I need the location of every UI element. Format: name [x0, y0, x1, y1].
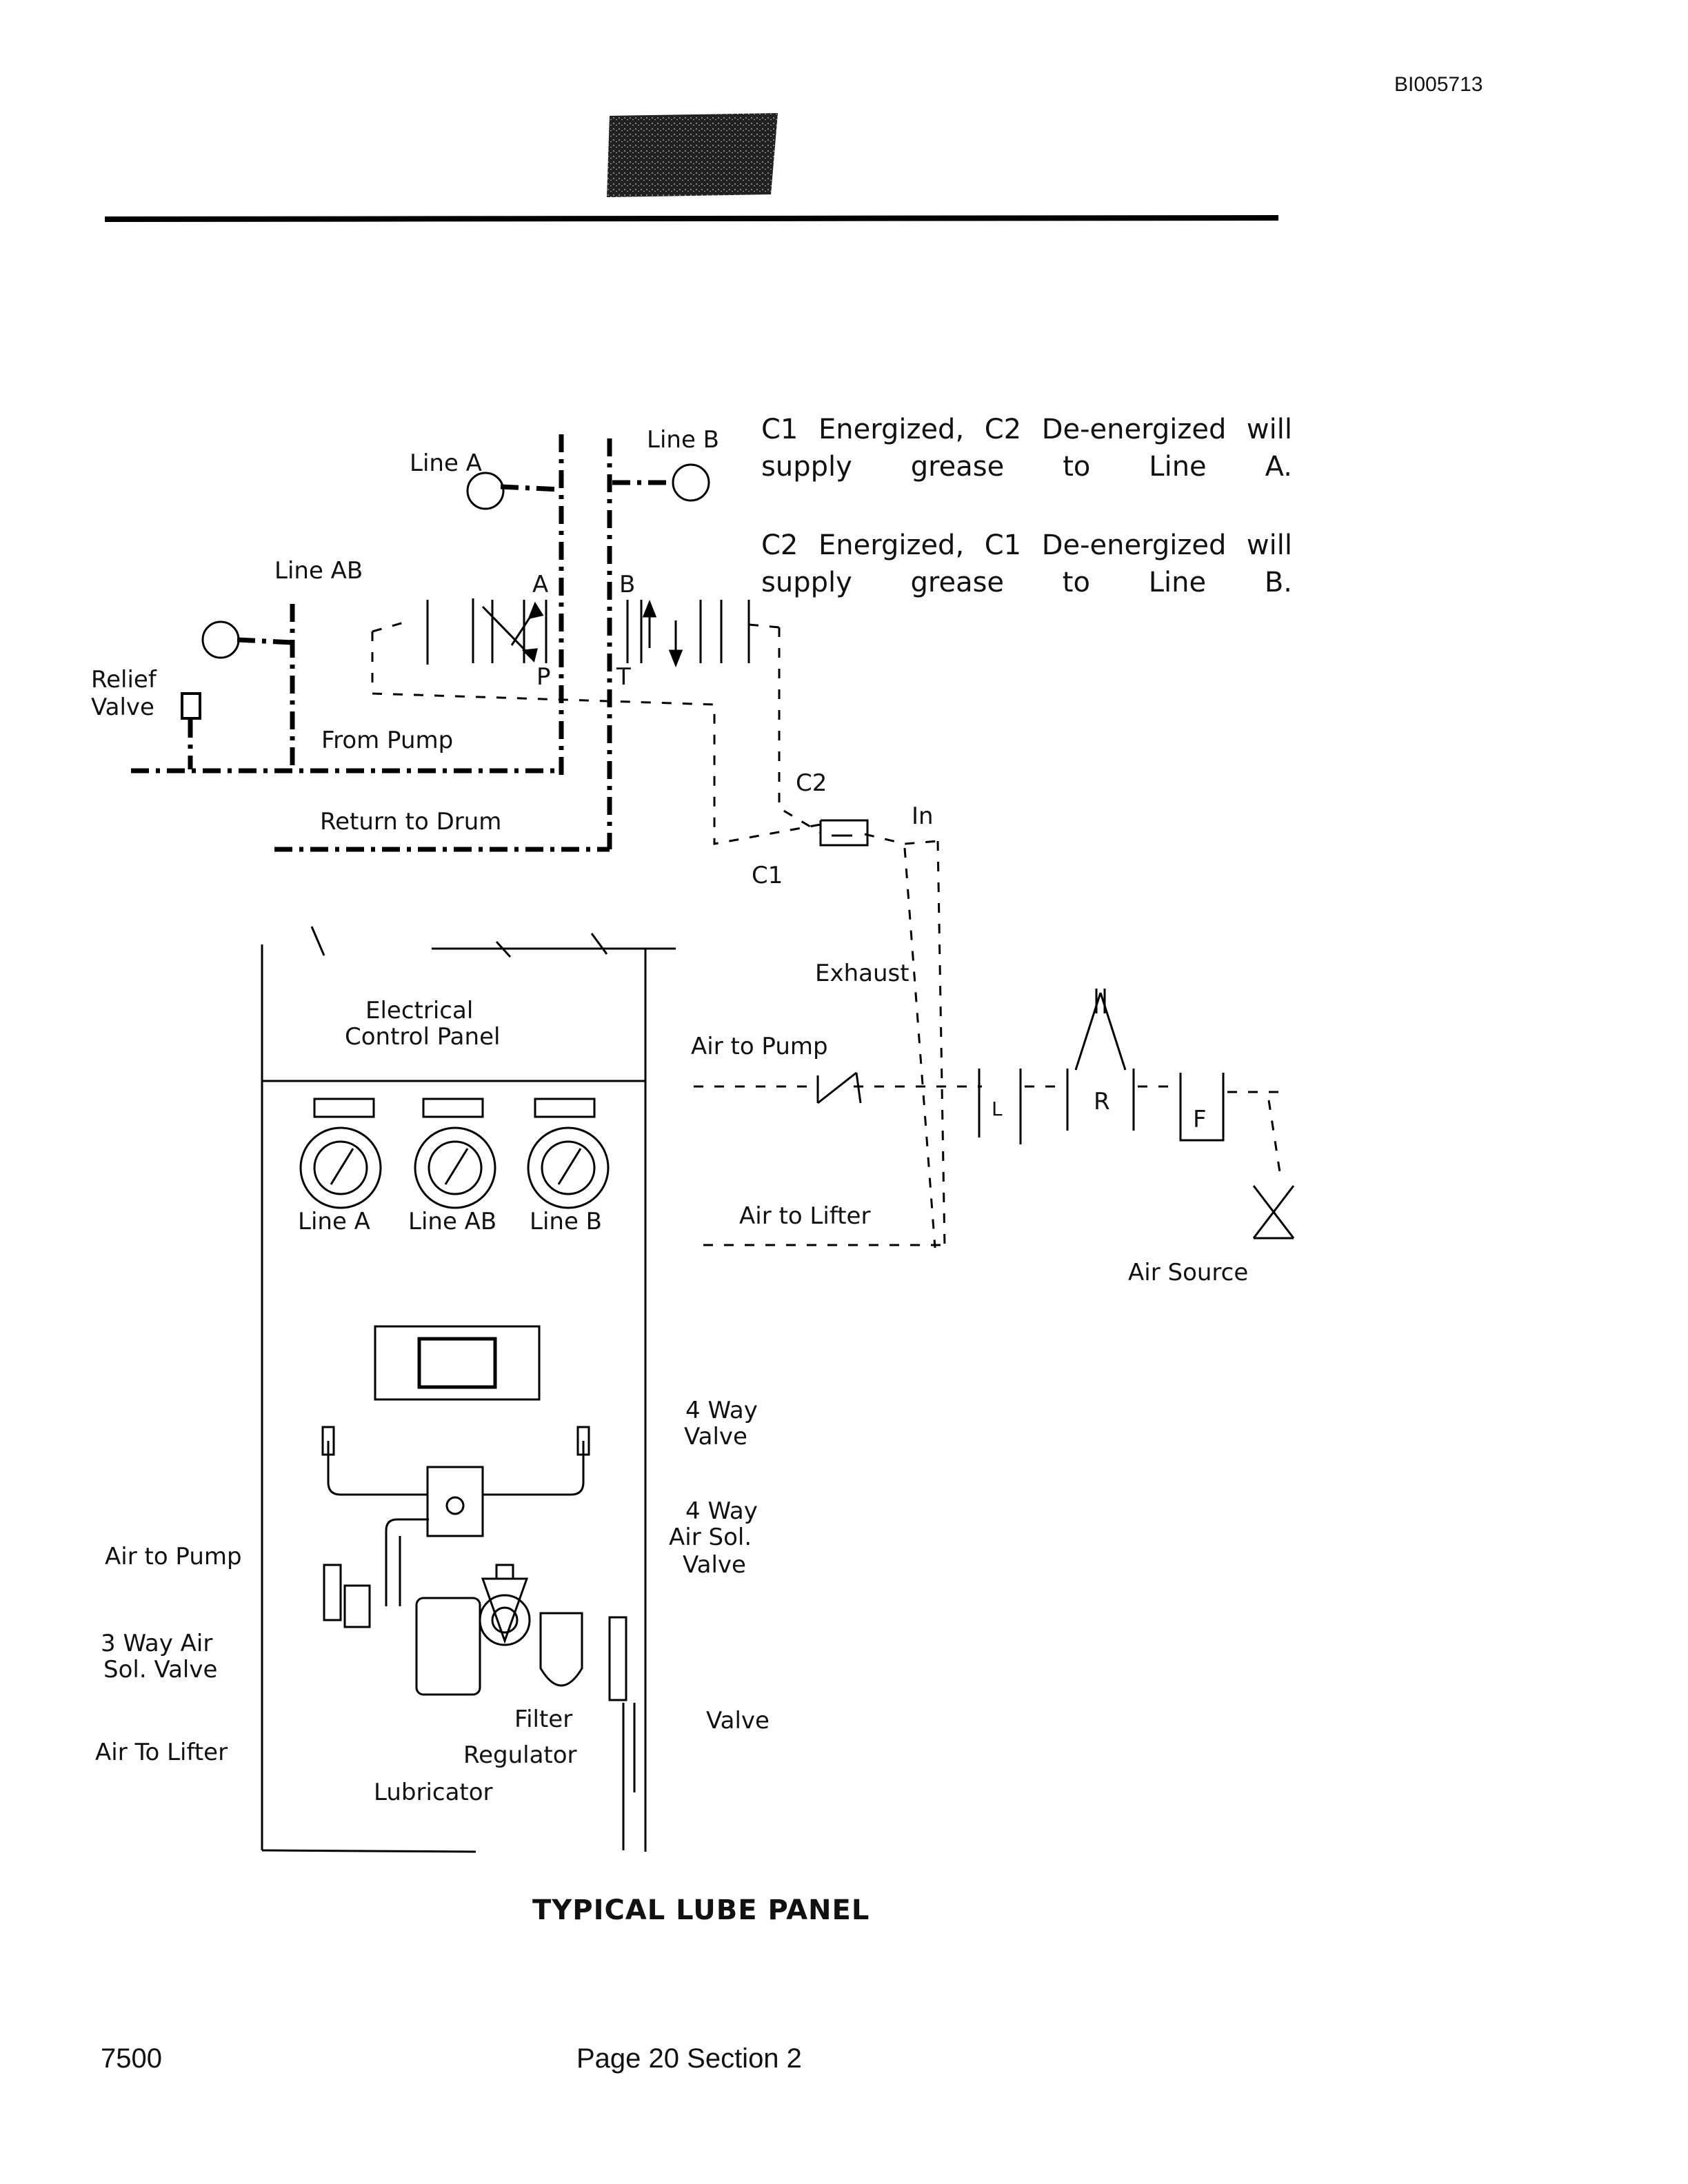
- label-sol-valve: Sol. Valve: [103, 1656, 218, 1684]
- label-port-p: P: [536, 663, 551, 691]
- label-air-to-pump-panel: Air to Pump: [105, 1543, 242, 1570]
- pressure-gauges: [299, 1098, 610, 1209]
- label-c1: C1: [752, 862, 783, 889]
- label-4-way-valve: Valve: [684, 1423, 747, 1450]
- label-exhaust: Exhaust: [815, 960, 910, 987]
- label-air-to-lifter-schematic: Air to Lifter: [739, 1202, 871, 1230]
- label-in: In: [912, 802, 934, 830]
- air-source-symbol: [1252, 1185, 1295, 1240]
- label-regulator: Regulator: [463, 1741, 577, 1769]
- label-4-way-sol: 4 Way: [685, 1497, 758, 1525]
- label-relief: Relief: [91, 666, 157, 694]
- header-rule: [104, 215, 1279, 222]
- label-air-sol: Air Sol.: [669, 1524, 752, 1551]
- figure-caption: TYPICAL LUBE PANEL: [532, 1894, 870, 1926]
- label-4-way: 4 Way: [685, 1397, 758, 1424]
- label-c2: C2: [796, 769, 827, 797]
- label-line-a: Line A: [410, 449, 482, 477]
- label-valve-panel: Valve: [706, 1707, 770, 1735]
- control-box: [374, 1325, 541, 1401]
- label-line-ab: Line AB: [274, 557, 363, 585]
- label-from-pump: From Pump: [321, 727, 454, 754]
- pilot-air-lines: [371, 619, 1283, 1248]
- label-gauge-line-ab: Line AB: [408, 1208, 497, 1235]
- label-gauge-line-a: Line A: [298, 1208, 370, 1235]
- footer-page-number: Page 20 Section 2: [576, 2043, 802, 2074]
- label-l: L: [992, 1098, 1003, 1120]
- label-port-t: T: [616, 663, 631, 691]
- label-valve: Valve: [91, 694, 154, 721]
- check-valve-symbol: [816, 1071, 862, 1104]
- label-3-way-air: 3 Way Air: [101, 1630, 213, 1657]
- label-f: F: [1193, 1106, 1207, 1133]
- four-way-valve-symbol: [426, 598, 750, 668]
- line-ab-port: [201, 620, 240, 659]
- label-lubricator: Lubricator: [374, 1779, 493, 1806]
- label-air-source: Air Source: [1128, 1259, 1249, 1286]
- label-control-panel: Control Panel: [345, 1023, 501, 1051]
- line-b-port: [672, 463, 710, 502]
- label-air-to-pump-schematic: Air to Pump: [691, 1033, 828, 1060]
- line-a-port: [466, 472, 505, 510]
- valve-manifold: [321, 1426, 590, 1606]
- frl-assembly: [323, 1564, 636, 1850]
- three-way-valve-symbol: [819, 819, 869, 847]
- label-port-b: B: [619, 571, 636, 598]
- company-logo: [607, 113, 778, 197]
- label-r: R: [1094, 1088, 1110, 1115]
- label-gauge-line-b: Line B: [530, 1208, 602, 1235]
- label-air-sol-valve: Valve: [683, 1551, 746, 1579]
- label-return-to-drum: Return to Drum: [320, 808, 502, 836]
- label-filter: Filter: [514, 1706, 573, 1733]
- lube-panel-outline: [261, 926, 676, 1853]
- relief-valve-symbol: [181, 692, 201, 720]
- label-line-b: Line B: [647, 426, 719, 454]
- hydraulic-lines: [131, 434, 673, 852]
- label-port-a: A: [532, 571, 549, 598]
- note-c2-energized: C2 Energized, C1 De-energized will suppl…: [761, 529, 1292, 598]
- label-electrical: Electrical: [365, 997, 474, 1024]
- label-air-to-lifter-panel: Air To Lifter: [95, 1739, 228, 1766]
- document-id: BI005713: [1394, 73, 1483, 96]
- footer-model-number: 7500: [101, 2043, 162, 2074]
- note-c1-energized: C1 Energized, C2 De-energized will suppl…: [761, 414, 1292, 483]
- frl-symbols: [978, 989, 1225, 1144]
